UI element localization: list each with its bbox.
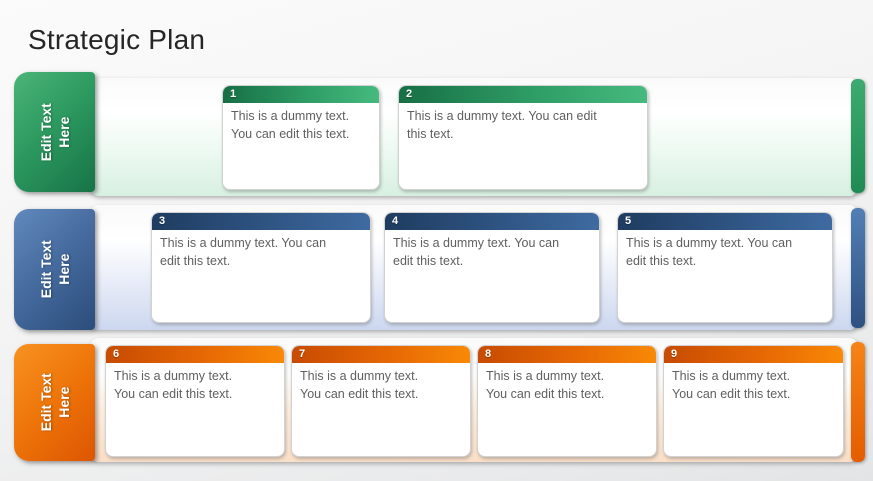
card-3-number: 3 bbox=[159, 215, 166, 227]
card-5-text: This is a dummy text. You can edit this … bbox=[618, 230, 832, 270]
card-2-line-1: This is a dummy text. You can edit bbox=[407, 109, 597, 123]
card-7-line-2: You can edit this text. bbox=[300, 386, 419, 401]
row-green-end-bar bbox=[851, 79, 865, 193]
card-7-header: 7 bbox=[292, 346, 470, 363]
card-2[interactable]: 2 This is a dummy text. You can edit thi… bbox=[398, 85, 648, 190]
card-6[interactable]: 6 This is a dummy text. You can edit thi… bbox=[105, 345, 285, 457]
card-5-header: 5 bbox=[618, 213, 832, 230]
card-4-text: This is a dummy text. You can edit this … bbox=[385, 230, 599, 270]
card-1[interactable]: 1 This is a dummy text. You can edit thi… bbox=[222, 85, 380, 190]
card-3-line-2: edit this text. bbox=[160, 253, 231, 268]
row-orange-end-bar bbox=[851, 342, 865, 462]
card-3-header: 3 bbox=[152, 213, 370, 230]
card-2-text: This is a dummy text. You can edit this … bbox=[399, 103, 647, 143]
card-4-line-1: This is a dummy text. You can bbox=[393, 236, 560, 250]
row-green-edit-tab[interactable]: Edit Text Here bbox=[14, 72, 95, 192]
card-8-header: 8 bbox=[478, 346, 656, 363]
card-6-line-2: You can edit this text. bbox=[114, 386, 233, 401]
card-4[interactable]: 4 This is a dummy text. You can edit thi… bbox=[384, 212, 600, 323]
card-1-line-1: This is a dummy text. bbox=[231, 109, 350, 123]
slide-title: Strategic Plan bbox=[28, 24, 206, 55]
card-2-header: 2 bbox=[399, 86, 647, 103]
row-orange-edit-tab[interactable]: Edit Text Here bbox=[14, 344, 95, 461]
card-9-header: 9 bbox=[664, 346, 843, 363]
card-7-line-1: This is a dummy text. bbox=[300, 369, 419, 383]
card-6-line-1: This is a dummy text. bbox=[114, 369, 233, 383]
card-5-line-1: This is a dummy text. You can bbox=[626, 236, 793, 250]
card-1-number: 1 bbox=[230, 88, 237, 100]
card-3-text: This is a dummy text. You can edit this … bbox=[152, 230, 370, 270]
card-6-number: 6 bbox=[113, 348, 120, 360]
card-7-number: 7 bbox=[299, 348, 306, 360]
card-9-text: This is a dummy text. You can edit this … bbox=[664, 363, 843, 403]
card-2-line-2: this text. bbox=[407, 126, 454, 141]
card-6-text: This is a dummy text. You can edit this … bbox=[106, 363, 284, 403]
card-4-header: 4 bbox=[385, 213, 599, 230]
row-green-tab-label: Edit Text Here bbox=[37, 102, 72, 162]
row-blue-end-bar bbox=[851, 208, 865, 328]
card-8-line-2: You can edit this text. bbox=[486, 386, 605, 401]
card-9[interactable]: 9 This is a dummy text. You can edit thi… bbox=[663, 345, 844, 457]
card-7-text: This is a dummy text. You can edit this … bbox=[292, 363, 470, 403]
card-1-line-2: You can edit this text. bbox=[231, 126, 350, 141]
card-4-line-2: edit this text. bbox=[393, 253, 464, 268]
row-orange-tab-label: Edit Text Here bbox=[37, 373, 72, 432]
card-5-line-2: edit this text. bbox=[626, 253, 697, 268]
card-3[interactable]: 3 This is a dummy text. You can edit thi… bbox=[151, 212, 371, 323]
card-4-number: 4 bbox=[392, 215, 399, 227]
card-7[interactable]: 7 This is a dummy text. You can edit thi… bbox=[291, 345, 471, 457]
card-8-number: 8 bbox=[485, 348, 492, 360]
card-2-number: 2 bbox=[406, 88, 413, 100]
row-blue-edit-tab[interactable]: Edit Text Here bbox=[14, 209, 95, 330]
row-blue-tab-label: Edit Text Here bbox=[37, 240, 72, 299]
card-9-line-2: You can edit this text. bbox=[672, 386, 791, 401]
card-9-line-1: This is a dummy text. bbox=[672, 369, 791, 383]
card-3-line-1: This is a dummy text. You can bbox=[160, 236, 327, 250]
card-8-line-1: This is a dummy text. bbox=[486, 369, 605, 383]
card-1-text: This is a dummy text. You can edit this … bbox=[223, 103, 379, 143]
card-8-text: This is a dummy text. You can edit this … bbox=[478, 363, 656, 403]
card-6-header: 6 bbox=[106, 346, 284, 363]
card-9-number: 9 bbox=[671, 348, 678, 360]
card-1-header: 1 bbox=[223, 86, 379, 103]
card-5-number: 5 bbox=[625, 215, 632, 227]
card-5[interactable]: 5 This is a dummy text. You can edit thi… bbox=[617, 212, 833, 323]
card-8[interactable]: 8 This is a dummy text. You can edit thi… bbox=[477, 345, 657, 457]
